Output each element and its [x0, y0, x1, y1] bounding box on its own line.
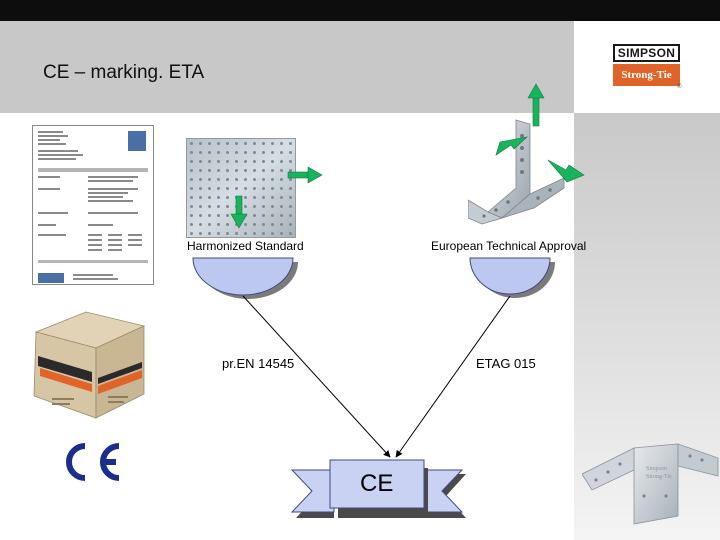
svg-text:Simpson: Simpson [646, 466, 667, 472]
etag-label: ETAG 015 [476, 356, 536, 371]
ce-result-text: CE [360, 470, 394, 497]
harmonized-standard-label: Harmonized Standard [187, 239, 304, 253]
base-bracket-image: Simpson Strong-Tie [582, 443, 719, 525]
left-bowl-shape [192, 257, 298, 299]
pr-en-label: pr.EN 14545 [222, 356, 295, 371]
ce-mark-icon [66, 443, 120, 481]
eta-document-image [32, 125, 154, 285]
left-path-arrow [242, 295, 391, 458]
eta-label: European Technical Approval [431, 239, 587, 253]
title-band [0, 21, 574, 113]
angle-bracket-image [468, 119, 565, 225]
logo-top-text: SIMPSON [613, 44, 680, 62]
logo-bottom-text: Strong-Tie [613, 64, 680, 86]
right-path-arrow [395, 295, 511, 458]
perforated-plate-image [186, 138, 296, 238]
logo-registered-mark: ® [677, 84, 682, 90]
right-bowl-shape [469, 257, 555, 298]
slide-title: CE – marking. ETA [43, 62, 205, 83]
svg-text:Strong-Tie: Strong-Tie [646, 474, 672, 480]
top-bar [0, 0, 720, 21]
simpson-logo: SIMPSON Strong-Tie [613, 44, 680, 86]
product-box-image [33, 311, 146, 419]
